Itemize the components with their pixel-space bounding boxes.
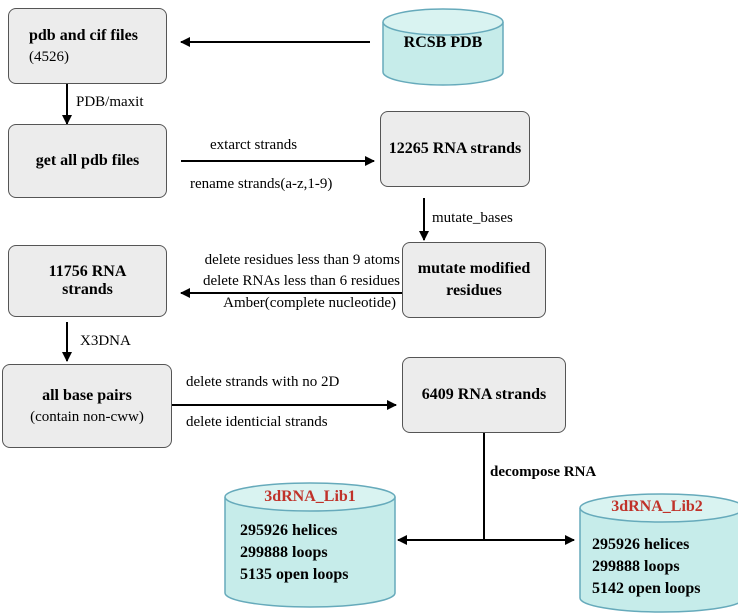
rcsb-cylinder: [382, 8, 504, 86]
node-basepairs-line2: (contain non-cww): [30, 408, 144, 425]
edge-label-delete-identical: delete identicial strands: [186, 414, 328, 430]
node-mutate-line2: residues: [446, 282, 502, 299]
edge-label-decompose: decompose RNA: [490, 464, 597, 480]
lib2-helices: 295926 helices: [592, 536, 690, 553]
edge-label-pdb-maxit: PDB/maxit: [76, 94, 144, 110]
node-12265-strands: 12265 RNA strands: [380, 111, 530, 187]
lib1-cylinder: [224, 482, 396, 608]
node-mutate-modified: mutate modified residues: [402, 242, 546, 318]
edge-label-mutate-bases: mutate_bases: [432, 210, 513, 226]
node-get-pdb-files: get all pdb files: [8, 124, 167, 198]
node-rcsb-label: RCSB PDB: [403, 34, 483, 51]
node-lib2: 3dRNA_Lib2 295926 helices 299888 loops 5…: [592, 498, 736, 600]
node-lib1: 3dRNA_Lib1 295926 helices 299888 loops 5…: [240, 488, 390, 586]
edge-label-delete-no2d: delete strands with no 2D: [186, 374, 340, 390]
edge-label-x3dna: X3DNA: [80, 333, 131, 349]
node-base-pairs: all base pairs (contain non-cww): [2, 364, 172, 448]
edge-label-delete-rnas: delete RNAs less than 6 residues: [202, 273, 400, 289]
lib2-cylinder: [579, 493, 738, 613]
node-11756-line2: strands: [62, 281, 113, 298]
node-mutate-line1: mutate modified: [417, 260, 531, 277]
lib1-helices: 295926 helices: [240, 522, 338, 539]
edge-label-amber: Amber(complete nucleotide): [223, 295, 396, 311]
node-11756-line1: 11756 RNA: [48, 263, 127, 280]
node-pdb-cif-count: (4526): [29, 48, 69, 65]
node-basepairs-line1: all base pairs: [42, 386, 132, 404]
node-pdb-cif-title: pdb and cif files: [29, 26, 138, 44]
node-rcsb-pdb: RCSB PDB: [383, 34, 503, 52]
lib2-title: 3dRNA_Lib2: [611, 498, 703, 515]
lib2-loops: 299888 loops: [592, 558, 680, 575]
edge-label-rename: rename strands(a-z,1-9): [190, 176, 333, 192]
node-6409-label: 6409 RNA strands: [421, 386, 547, 403]
lib1-open-loops: 5135 open loops: [240, 566, 349, 583]
node-11756-strands: 11756 RNA strands: [8, 245, 167, 317]
edge-label-delete-residues: delete residues less than 9 atoms: [204, 252, 400, 268]
node-6409-strands: 6409 RNA strands: [402, 357, 566, 433]
lib2-open-loops: 5142 open loops: [592, 580, 701, 597]
node-get-pdb-label: get all pdb files: [35, 152, 140, 169]
node-12265-label: 12265 RNA strands: [388, 140, 522, 157]
node-pdb-cif-files: pdb and cif files (4526): [8, 8, 167, 84]
edge-label-extract: extarct strands: [210, 137, 298, 153]
lib1-title: 3dRNA_Lib1: [264, 488, 356, 505]
lib1-loops: 299888 loops: [240, 544, 328, 561]
